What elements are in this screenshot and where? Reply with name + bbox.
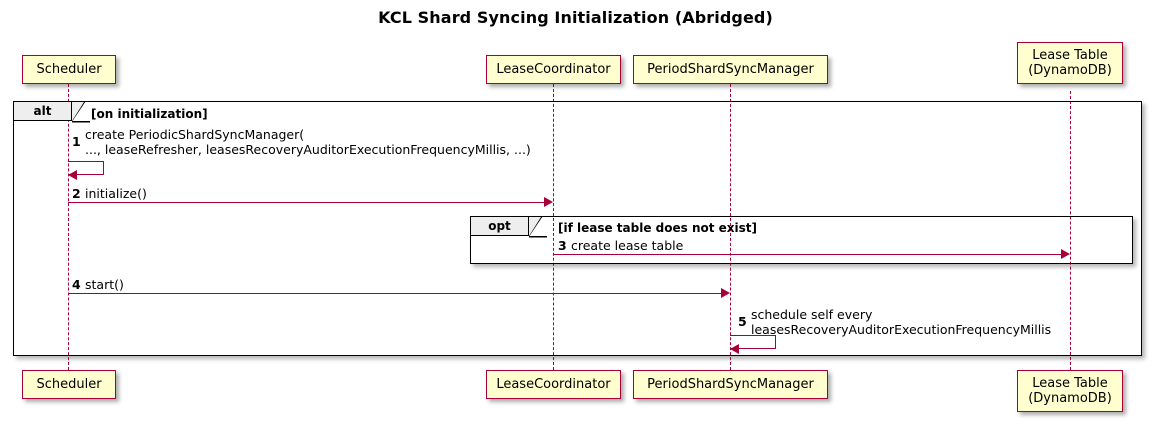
lifeline-periodshardsyncmanager	[730, 84, 731, 370]
participant-leasetable-bottom[interactable]: Lease Table (DynamoDB)	[1017, 370, 1123, 412]
message-3-line	[553, 254, 1062, 255]
participant-label: Lease Table (DynamoDB)	[1028, 48, 1112, 78]
message-2-text: initialize()	[85, 186, 147, 201]
message-5-number: 5	[738, 314, 747, 329]
fragment-opt-tab: opt	[471, 217, 529, 236]
message-5-selfcall-loop	[730, 335, 776, 349]
fragment-opt-keyword: opt	[488, 219, 511, 233]
participant-label: PeriodShardSyncManager	[647, 62, 814, 77]
message-4-text: start()	[85, 277, 124, 292]
participant-leasecoordinator-top[interactable]: LeaseCoordinator	[486, 55, 621, 84]
message-5-arrowhead	[730, 344, 739, 354]
participant-periodshardsyncmanager-bottom[interactable]: PeriodShardSyncManager	[633, 370, 828, 399]
participant-periodshardsyncmanager-top[interactable]: PeriodShardSyncManager	[633, 55, 828, 84]
message-4-number: 4	[72, 277, 81, 292]
participant-leasecoordinator-bottom[interactable]: LeaseCoordinator	[486, 370, 621, 399]
participant-scheduler-top[interactable]: Scheduler	[22, 55, 116, 84]
message-2-arrowhead	[544, 197, 553, 207]
participant-label: Scheduler	[36, 62, 102, 77]
fragment-alt-condition: [on initialization]	[91, 107, 208, 121]
message-4-line	[68, 293, 722, 294]
message-3-arrowhead	[1061, 249, 1070, 259]
message-2-number: 2	[72, 186, 81, 201]
fragment-opt-tab-corner	[529, 217, 547, 238]
message-1-number: 1	[72, 134, 81, 149]
fragment-opt-condition: [if lease table does not exist]	[558, 221, 758, 235]
lifeline-scheduler	[68, 84, 69, 370]
fragment-opt: opt	[470, 216, 1133, 264]
participant-label: Scheduler	[36, 377, 102, 392]
fragment-alt: alt	[13, 101, 1142, 356]
diagram-title: KCL Shard Syncing Initialization (Abridg…	[378, 8, 773, 27]
fragment-alt-tab: alt	[14, 102, 72, 121]
participant-leasetable-top[interactable]: Lease Table (DynamoDB)	[1017, 42, 1123, 84]
participant-label: LeaseCoordinator	[496, 377, 611, 392]
message-4-arrowhead	[721, 288, 730, 298]
lifeline-leasetable	[1070, 91, 1071, 370]
fragment-alt-keyword: alt	[33, 104, 52, 118]
message-2-line	[68, 202, 545, 203]
message-1-text: create PeriodicShardSyncManager( ..., le…	[85, 127, 531, 157]
participant-label: Lease Table (DynamoDB)	[1028, 376, 1112, 406]
message-5-text: schedule self every leasesRecoveryAudito…	[751, 307, 1052, 337]
message-1-arrowhead	[68, 170, 77, 180]
participant-label: LeaseCoordinator	[496, 62, 611, 77]
lifeline-leasecoordinator	[553, 84, 554, 370]
participant-label: PeriodShardSyncManager	[647, 377, 814, 392]
participant-scheduler-bottom[interactable]: Scheduler	[22, 370, 116, 399]
fragment-alt-tab-corner	[72, 102, 90, 123]
message-3-text: create lease table	[571, 238, 684, 253]
message-3-number: 3	[558, 238, 567, 253]
message-1-selfcall-loop	[68, 161, 104, 175]
